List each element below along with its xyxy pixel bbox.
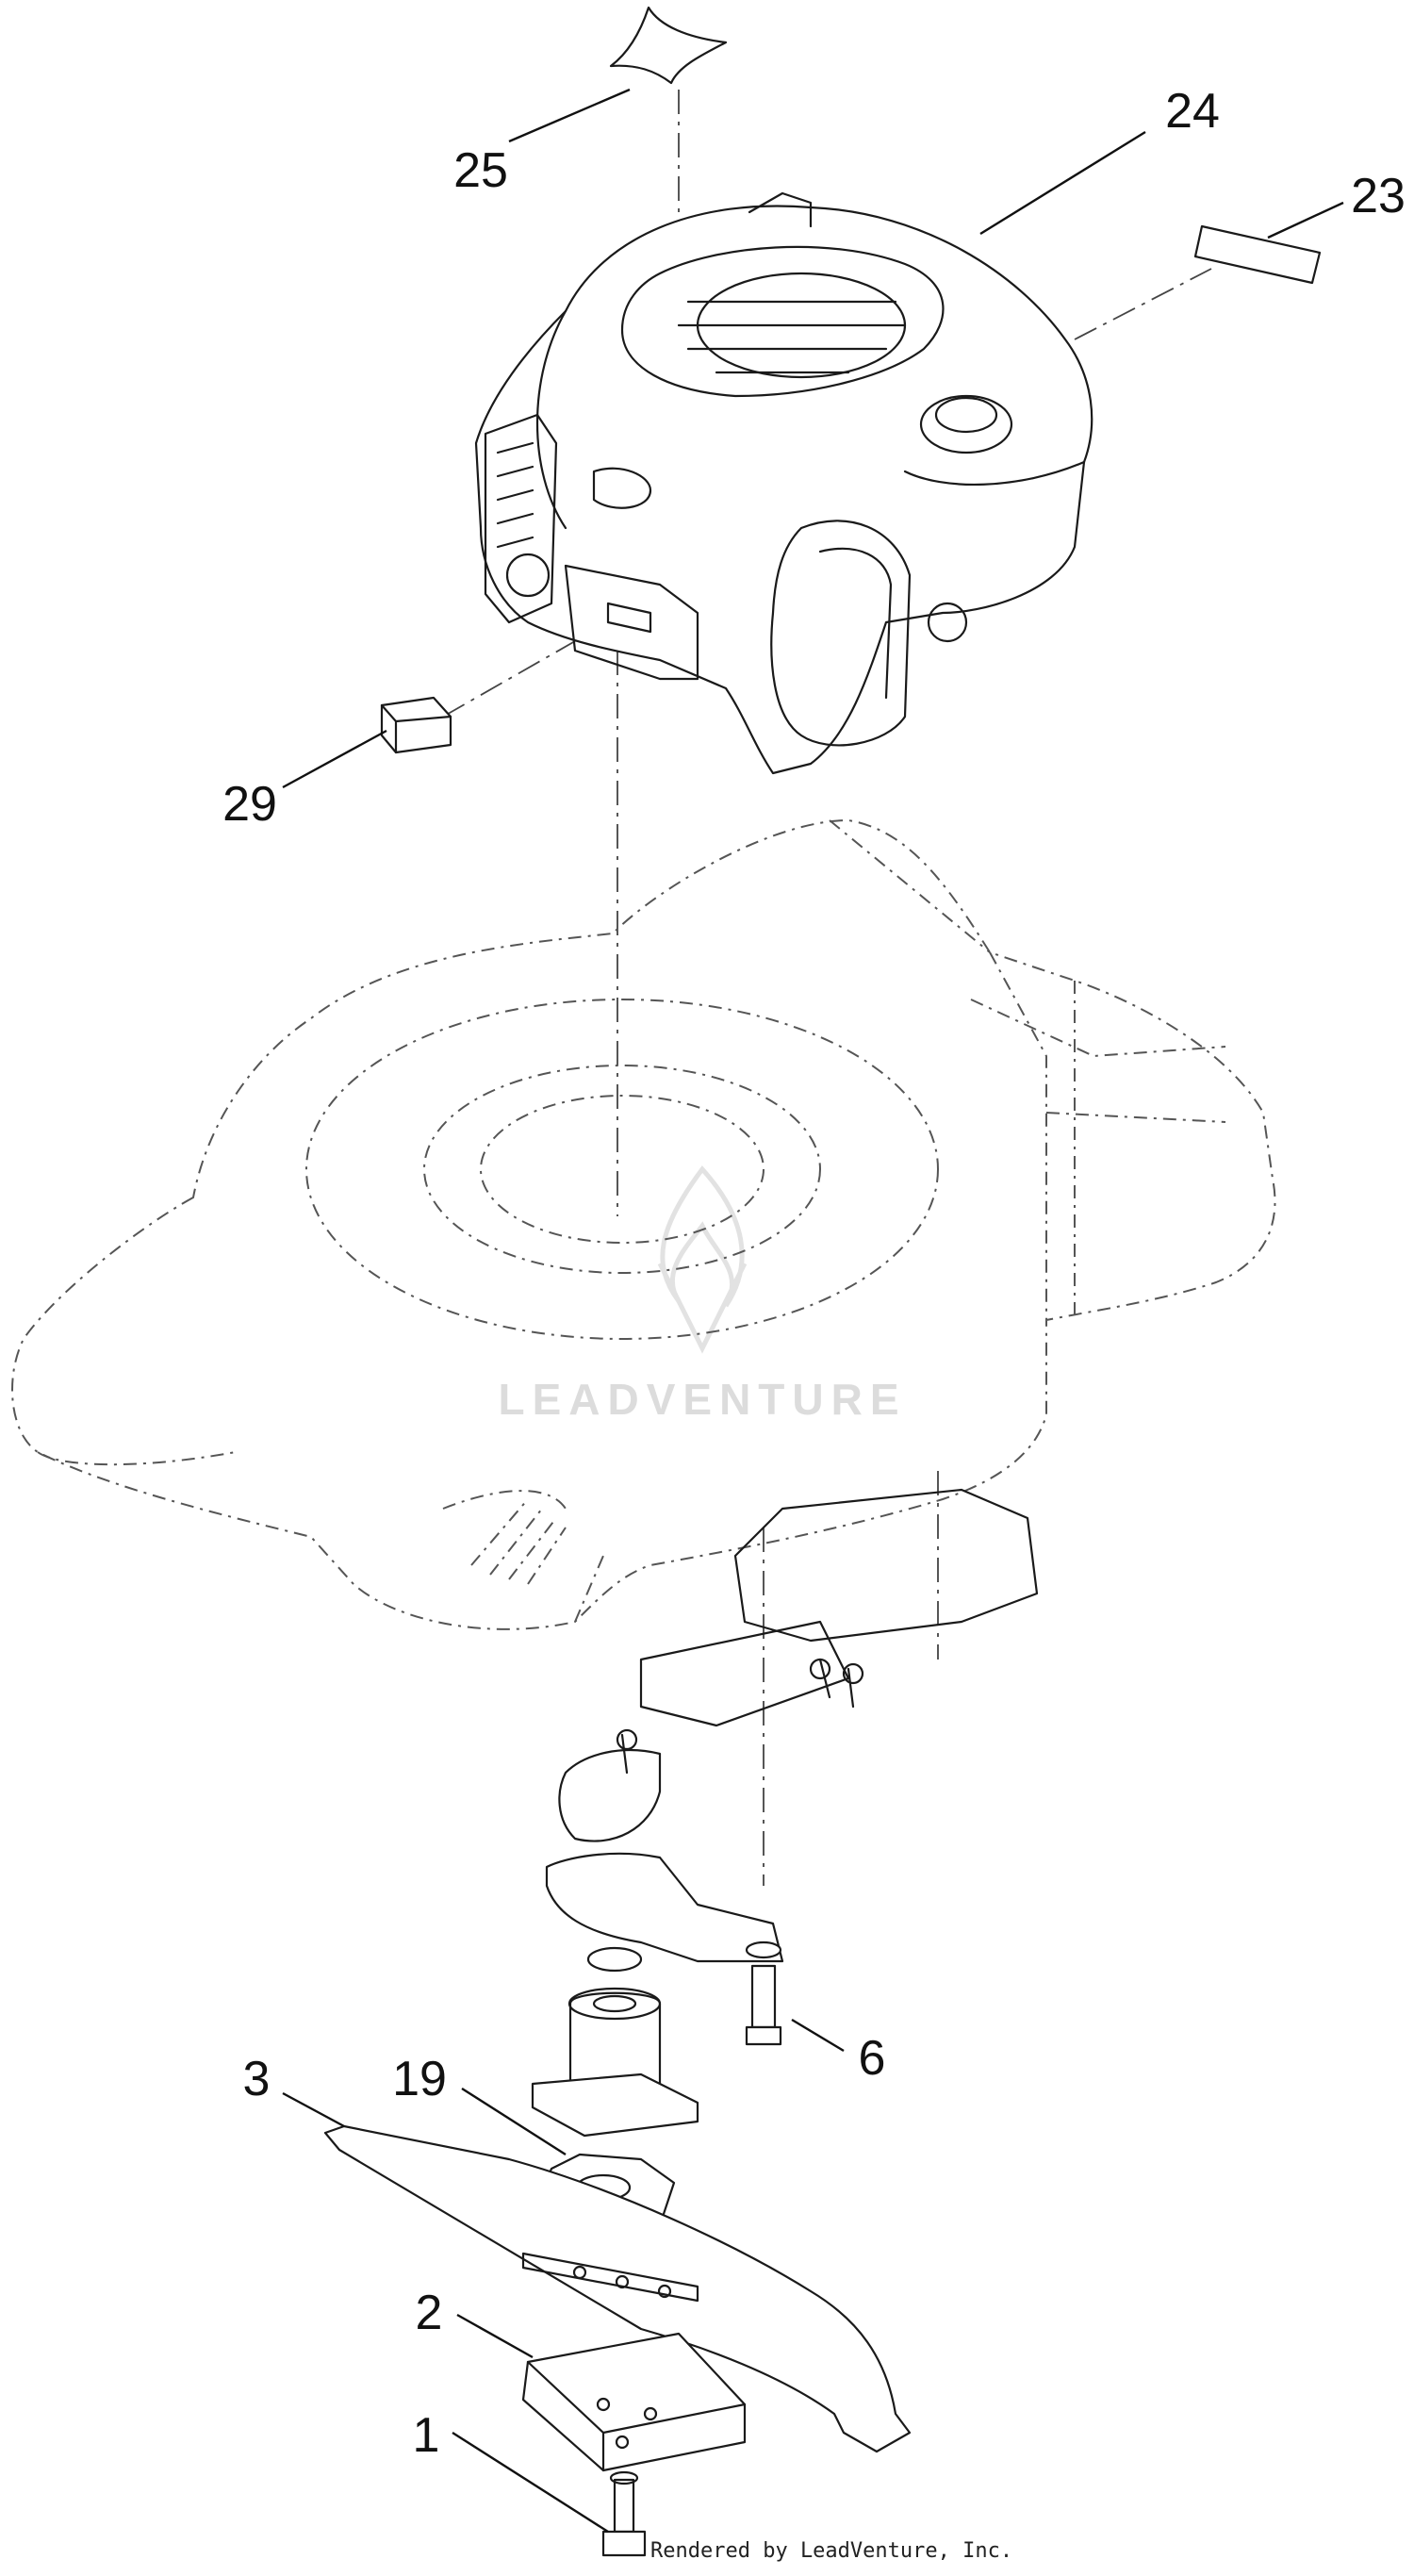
watermark-text: LEADVENTURE xyxy=(498,1375,906,1424)
callout-2: 2 xyxy=(416,2286,443,2340)
stiffener-part-2 xyxy=(521,2332,747,2472)
spark-plug-boot-part-29 xyxy=(380,696,452,754)
callout-1: 1 xyxy=(413,2408,440,2463)
leader-23 xyxy=(1267,201,1344,239)
callout-25: 25 xyxy=(453,143,508,198)
callout-29: 29 xyxy=(222,777,277,832)
leader-25 xyxy=(508,88,631,143)
callout-24: 24 xyxy=(1165,84,1220,139)
blade-spindle xyxy=(531,1946,699,2138)
decal-part-23 xyxy=(1193,224,1322,285)
blade-slot xyxy=(521,2252,699,2303)
watermark-v-icon xyxy=(657,1262,748,1354)
decal-part-25 xyxy=(609,6,728,85)
centerline-plug-29 xyxy=(442,640,576,718)
blade-hole xyxy=(657,2284,672,2299)
leader-19 xyxy=(461,2087,567,2156)
leader-6 xyxy=(791,2018,845,2053)
engine-part-24 xyxy=(474,191,1093,775)
leader-2 xyxy=(456,2313,534,2359)
leader-3 xyxy=(282,2091,345,2128)
bolt-part-1 xyxy=(601,2470,647,2557)
callout-6: 6 xyxy=(859,2031,886,2086)
leader-29 xyxy=(282,729,387,789)
callout-19: 19 xyxy=(392,2052,447,2106)
blade-hole xyxy=(615,2274,630,2289)
leader-24 xyxy=(979,130,1146,236)
deck-bracket xyxy=(545,1488,1039,1963)
watermark-flame-icon xyxy=(660,1165,745,1308)
mower-deck xyxy=(11,818,1276,1630)
callout-23: 23 xyxy=(1351,169,1406,223)
blade-part-3 xyxy=(323,2124,912,2453)
blade-hole xyxy=(572,2265,587,2280)
watermark: LEADVENTURE xyxy=(498,1165,906,1424)
leader-1 xyxy=(452,2431,609,2534)
callout-3: 3 xyxy=(243,2052,271,2106)
centerline-decal-23 xyxy=(1074,268,1212,340)
bolt-part-6 xyxy=(745,1940,782,2046)
credit-text: Rendered by LeadVenture, Inc. xyxy=(650,2539,1012,2563)
